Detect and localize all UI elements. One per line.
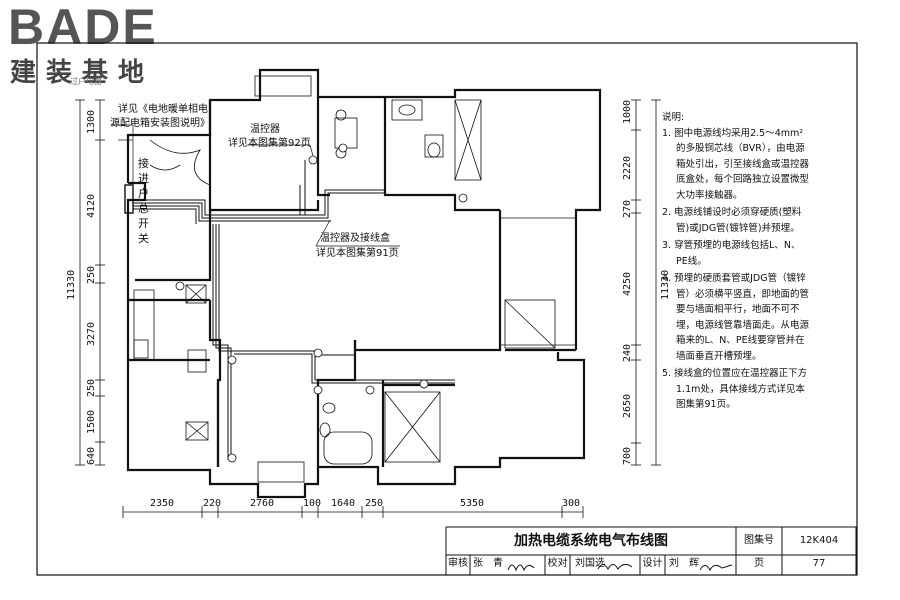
- left-dim: 250: [86, 265, 97, 284]
- bottom-dim: 100: [303, 498, 322, 509]
- right-dim: 270: [622, 199, 633, 218]
- thermostat-ref-label: 详见本图集第92页: [228, 138, 311, 149]
- entry-switch-char: 接: [138, 157, 149, 170]
- bade-logo: BADE: [8, 0, 158, 55]
- entry-switch-char: 户: [138, 187, 149, 200]
- bottom-dim: 220: [203, 498, 222, 509]
- left-dim: 1500: [86, 409, 97, 434]
- thermostat-markers: [175, 143, 468, 463]
- leader-lines: [112, 124, 400, 247]
- walls: [126, 68, 602, 499]
- page-number: 77: [812, 558, 826, 569]
- left-total-dim: 11330: [66, 269, 77, 300]
- entry-switch-char: 关: [138, 232, 149, 245]
- entry-switch-char: 进: [138, 172, 149, 185]
- right-dim: 1000: [622, 99, 633, 124]
- atlas-number: 12K404: [799, 535, 839, 546]
- left-dim: 3270: [86, 321, 97, 346]
- title-block: 加热电缆系统电气布线图 图集号 12K404 审核 张 青 校对 刘国选 设计 …: [446, 527, 856, 575]
- right-dim: 2650: [622, 393, 633, 418]
- check-label: 校对: [547, 558, 568, 569]
- bottom-dimension-lines: [122, 506, 584, 518]
- note-item: 5. 接线盒的位置应在温控器正下方1.1m处，具体接线方式详见本图集第91页。: [662, 368, 808, 410]
- note-item: 4. 预埋的硬质套管或JDG管（镀锌管）必须横平竖直，即地面的管要与墙面相平行，…: [662, 273, 810, 362]
- note-item: 2. 电源线铺设时必须穿硬质(塑料管)或JDG管(镀锌管)并预埋。: [662, 207, 802, 234]
- entry-switch-char: 总: [138, 202, 149, 215]
- thermostat-label: 温控器: [250, 124, 280, 135]
- drawing-title: 加热电缆系统电气布线图: [514, 533, 668, 549]
- right-dim: 4250: [622, 271, 633, 296]
- left-dim: 4120: [86, 193, 97, 218]
- signature-marks: [507, 563, 733, 572]
- notes-title: 说明:: [662, 112, 685, 123]
- bade-logo-subtitle: 建装基地: [10, 58, 155, 88]
- review-label: 审核: [448, 558, 468, 569]
- ref-label-line2: 源配电箱安装图说明》: [110, 118, 210, 129]
- left-dim: 640: [86, 446, 97, 465]
- left-dim: 1300: [86, 109, 97, 134]
- right-dim: 240: [622, 343, 633, 362]
- right-dim: 700: [622, 446, 633, 465]
- entry-switch-char: 开: [138, 217, 149, 230]
- design-name: 刘 辉: [669, 558, 699, 569]
- note-item: 1. 图中电源线均采用2.5～4mm² 的多股铜芯线（BVR），由电源箱处引出，…: [662, 127, 810, 201]
- bottom-dim: 2350: [150, 498, 175, 509]
- notes-panel: 说明: 1. 图中电源线均采用2.5～4mm² 的多股铜芯线（BVR），由电源箱…: [662, 110, 812, 415]
- design-label: 设计: [642, 558, 663, 569]
- check-name: 刘国选: [575, 558, 605, 569]
- thermostat-box-label: 温控器及接线盒: [320, 233, 390, 244]
- bottom-dim: 5350: [460, 498, 485, 509]
- page-label: 页: [754, 558, 764, 569]
- note-item: 3. 穿管预埋的电源线包括L、N、PE线。: [662, 240, 801, 267]
- right-dimension-lines: [631, 99, 661, 466]
- right-dim: 2220: [622, 155, 633, 180]
- left-dim: 250: [86, 378, 97, 397]
- bottom-dim: 300: [562, 498, 581, 509]
- entry-switch-label: 接 进 户 总 开 关: [138, 156, 150, 246]
- bottom-dim: 2760: [250, 498, 275, 509]
- atlas-label: 图集号: [744, 535, 774, 546]
- ref-label-line1: 详见《电地暖单相电: [118, 104, 208, 115]
- title-block-grid: [445, 526, 857, 576]
- left-dimension-lines: [75, 99, 105, 466]
- conduit-routes: [133, 160, 455, 460]
- bottom-dim: 1640: [331, 498, 356, 509]
- thermostat-box-ref-label: 详见本图集第91页: [316, 248, 399, 259]
- page-note: 过户电器: [70, 77, 102, 86]
- review-name: 张 青: [473, 558, 503, 569]
- bottom-dim: 250: [365, 498, 384, 509]
